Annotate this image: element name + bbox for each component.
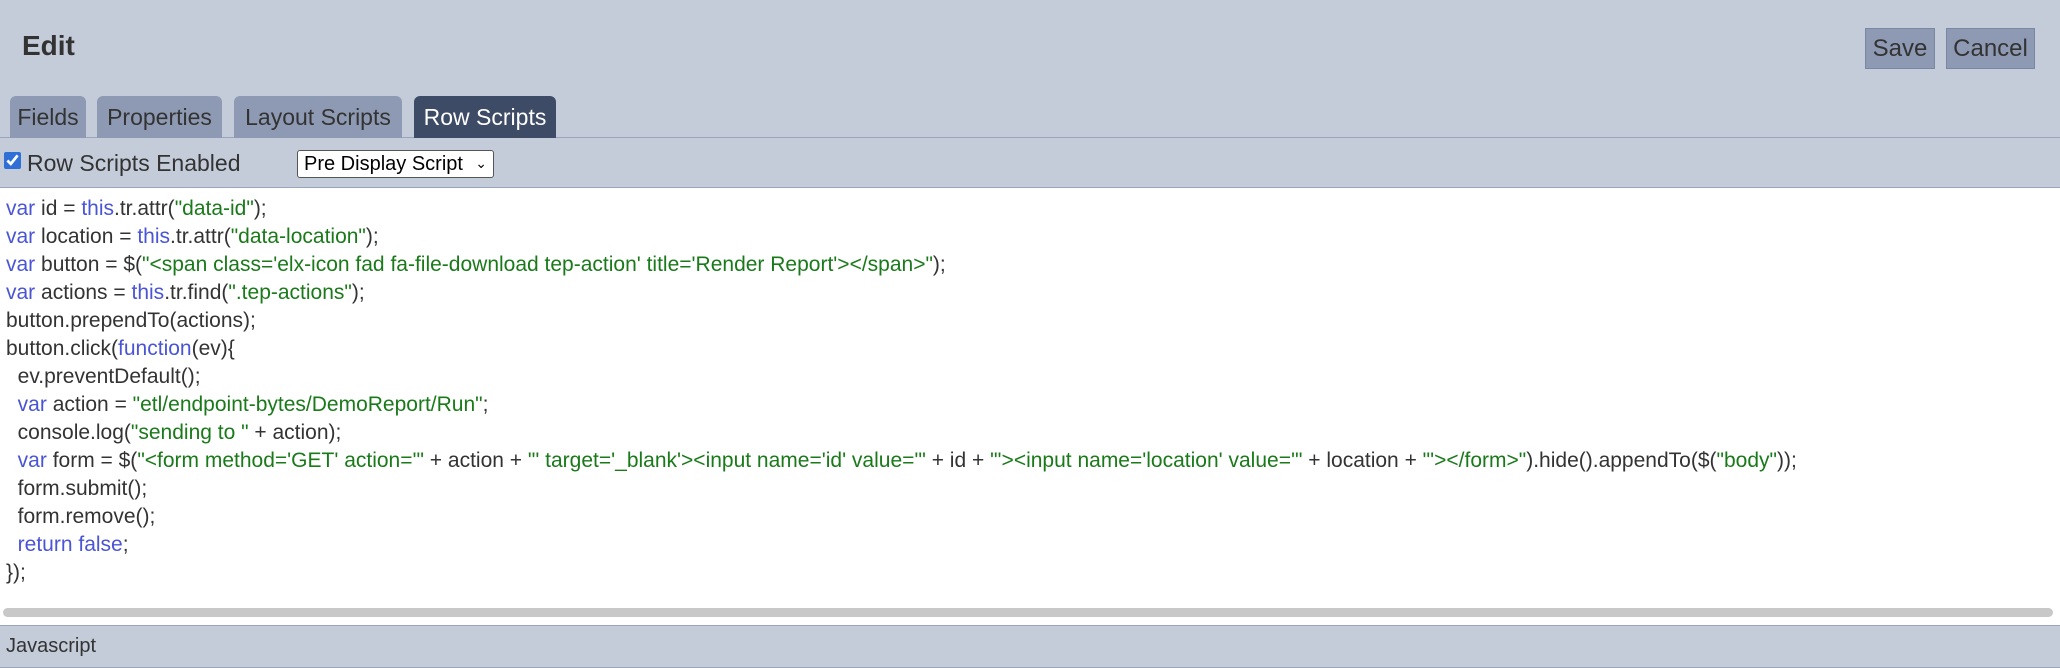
code-text: .tr.find( (164, 281, 229, 304)
code-text: + location + (1302, 449, 1423, 472)
code-keyword: var (6, 197, 36, 220)
code-line[interactable]: return false; (6, 531, 1797, 559)
code-text: (ev){ (191, 337, 235, 360)
code-line[interactable]: var form = $("<form method='GET' action=… (6, 447, 1797, 475)
script-type-select-value: Pre Display Script (304, 152, 463, 175)
chevron-down-icon: ⌄ (475, 155, 487, 171)
code-line[interactable]: console.log("sending to " + action); (6, 419, 1797, 447)
tab-properties[interactable]: Properties (97, 96, 222, 138)
editor-status-bar: Javascript (0, 625, 2060, 668)
code-string: ".tep-actions" (228, 281, 352, 304)
cancel-button[interactable]: Cancel (1946, 28, 2035, 69)
code-text: location = (35, 225, 138, 248)
code-text: ev.preventDefault(); (6, 365, 201, 388)
code-text: + action); (248, 421, 342, 444)
code-keyword: this (81, 197, 114, 220)
code-text: button = $( (35, 253, 143, 276)
code-text: .tr.attr( (114, 197, 175, 220)
code-text: ; (482, 393, 489, 416)
code-string: "body" (1716, 449, 1777, 472)
code-keyword: var (6, 281, 36, 304)
tab-bar: Fields Properties Layout Scripts Row Scr… (0, 96, 2060, 138)
code-text: )); (1776, 449, 1797, 472)
language-label: Javascript (6, 635, 97, 657)
code-text (6, 533, 18, 556)
code-text: ); (351, 281, 365, 304)
code-text (6, 449, 18, 472)
code-keyword: var (17, 393, 47, 416)
code-text: ); (932, 253, 946, 276)
code-string: "data-id" (174, 197, 254, 220)
code-keyword: function (118, 337, 192, 360)
tab-row-scripts[interactable]: Row Scripts (414, 96, 556, 138)
code-line[interactable]: var actions = this.tr.find(".tep-actions… (6, 279, 1797, 307)
code-string: "<span class='elx-icon fad fa-file-downl… (142, 253, 933, 276)
tab-layout-scripts[interactable]: Layout Scripts (234, 96, 402, 138)
code-line[interactable]: ev.preventDefault(); (6, 363, 1797, 391)
code-text: }); (6, 561, 26, 584)
code-keyword: var (6, 225, 36, 248)
code-text: console.log( (6, 421, 131, 444)
code-line[interactable]: form.remove(); (6, 503, 1797, 531)
tab-fields[interactable]: Fields (10, 96, 86, 138)
code-text: + id + (925, 449, 991, 472)
horizontal-scrollbar[interactable] (3, 608, 2053, 617)
code-text: ; (122, 533, 129, 556)
code-line[interactable]: var button = $("<span class='elx-icon fa… (6, 251, 1797, 279)
code-text: form.submit(); (6, 477, 148, 500)
code-string: "data-location" (230, 225, 366, 248)
code-text (6, 393, 18, 416)
code-line[interactable]: var id = this.tr.attr("data-id"); (6, 195, 1797, 223)
code-text: button.click( (6, 337, 119, 360)
code-line[interactable]: button.click(function(ev){ (6, 335, 1797, 363)
code-string: "'><input name='location' value='" (990, 449, 1303, 472)
code-line[interactable]: }); (6, 559, 1797, 587)
row-scripts-enabled-checkbox[interactable] (4, 152, 21, 169)
code-keyword: var (6, 253, 36, 276)
code-line[interactable]: var location = this.tr.attr("data-locati… (6, 223, 1797, 251)
code-text: ).hide().appendTo($( (1526, 449, 1717, 472)
code-text: id = (35, 197, 82, 220)
code-text: ); (253, 197, 267, 220)
code-editor[interactable]: var id = this.tr.attr("data-id");var loc… (0, 187, 2060, 625)
code-string: "etl/endpoint-bytes/DemoReport/Run" (132, 393, 483, 416)
code-text: + action + (423, 449, 528, 472)
code-text: button.prependTo(actions); (6, 309, 256, 332)
code-text: ); (365, 225, 379, 248)
code-keyword: this (131, 281, 165, 304)
code-keyword: var (17, 449, 47, 472)
edit-header: Edit Save Cancel (0, 0, 2060, 96)
code-line[interactable]: button.prependTo(actions); (6, 307, 1797, 335)
code-string: "<form method='GET' action='" (137, 449, 424, 472)
code-string: "'></form>" (1422, 449, 1527, 472)
code-text: .tr.attr( (170, 225, 231, 248)
code-content[interactable]: var id = this.tr.attr("data-id");var loc… (6, 195, 1797, 587)
code-string: "sending to " (130, 421, 249, 444)
code-text: form.remove(); (6, 505, 156, 528)
code-text: actions = (35, 281, 132, 304)
code-text: form = $( (46, 449, 138, 472)
code-text: action = (46, 393, 133, 416)
script-options-bar: Row Scripts Enabled Pre Display Script ⌄ (0, 139, 2060, 187)
code-keyword: this (137, 225, 171, 248)
code-string: "' target='_blank'><input name='id' valu… (527, 449, 926, 472)
code-keyword: return (17, 533, 73, 556)
row-scripts-enabled-label: Row Scripts Enabled (27, 150, 241, 176)
code-line[interactable]: form.submit(); (6, 475, 1797, 503)
save-button[interactable]: Save (1865, 28, 1935, 69)
page-title: Edit (22, 30, 75, 61)
code-keyword: false (78, 533, 123, 556)
script-type-select[interactable]: Pre Display Script ⌄ (297, 150, 494, 178)
code-line[interactable]: var action = "etl/endpoint-bytes/DemoRep… (6, 391, 1797, 419)
